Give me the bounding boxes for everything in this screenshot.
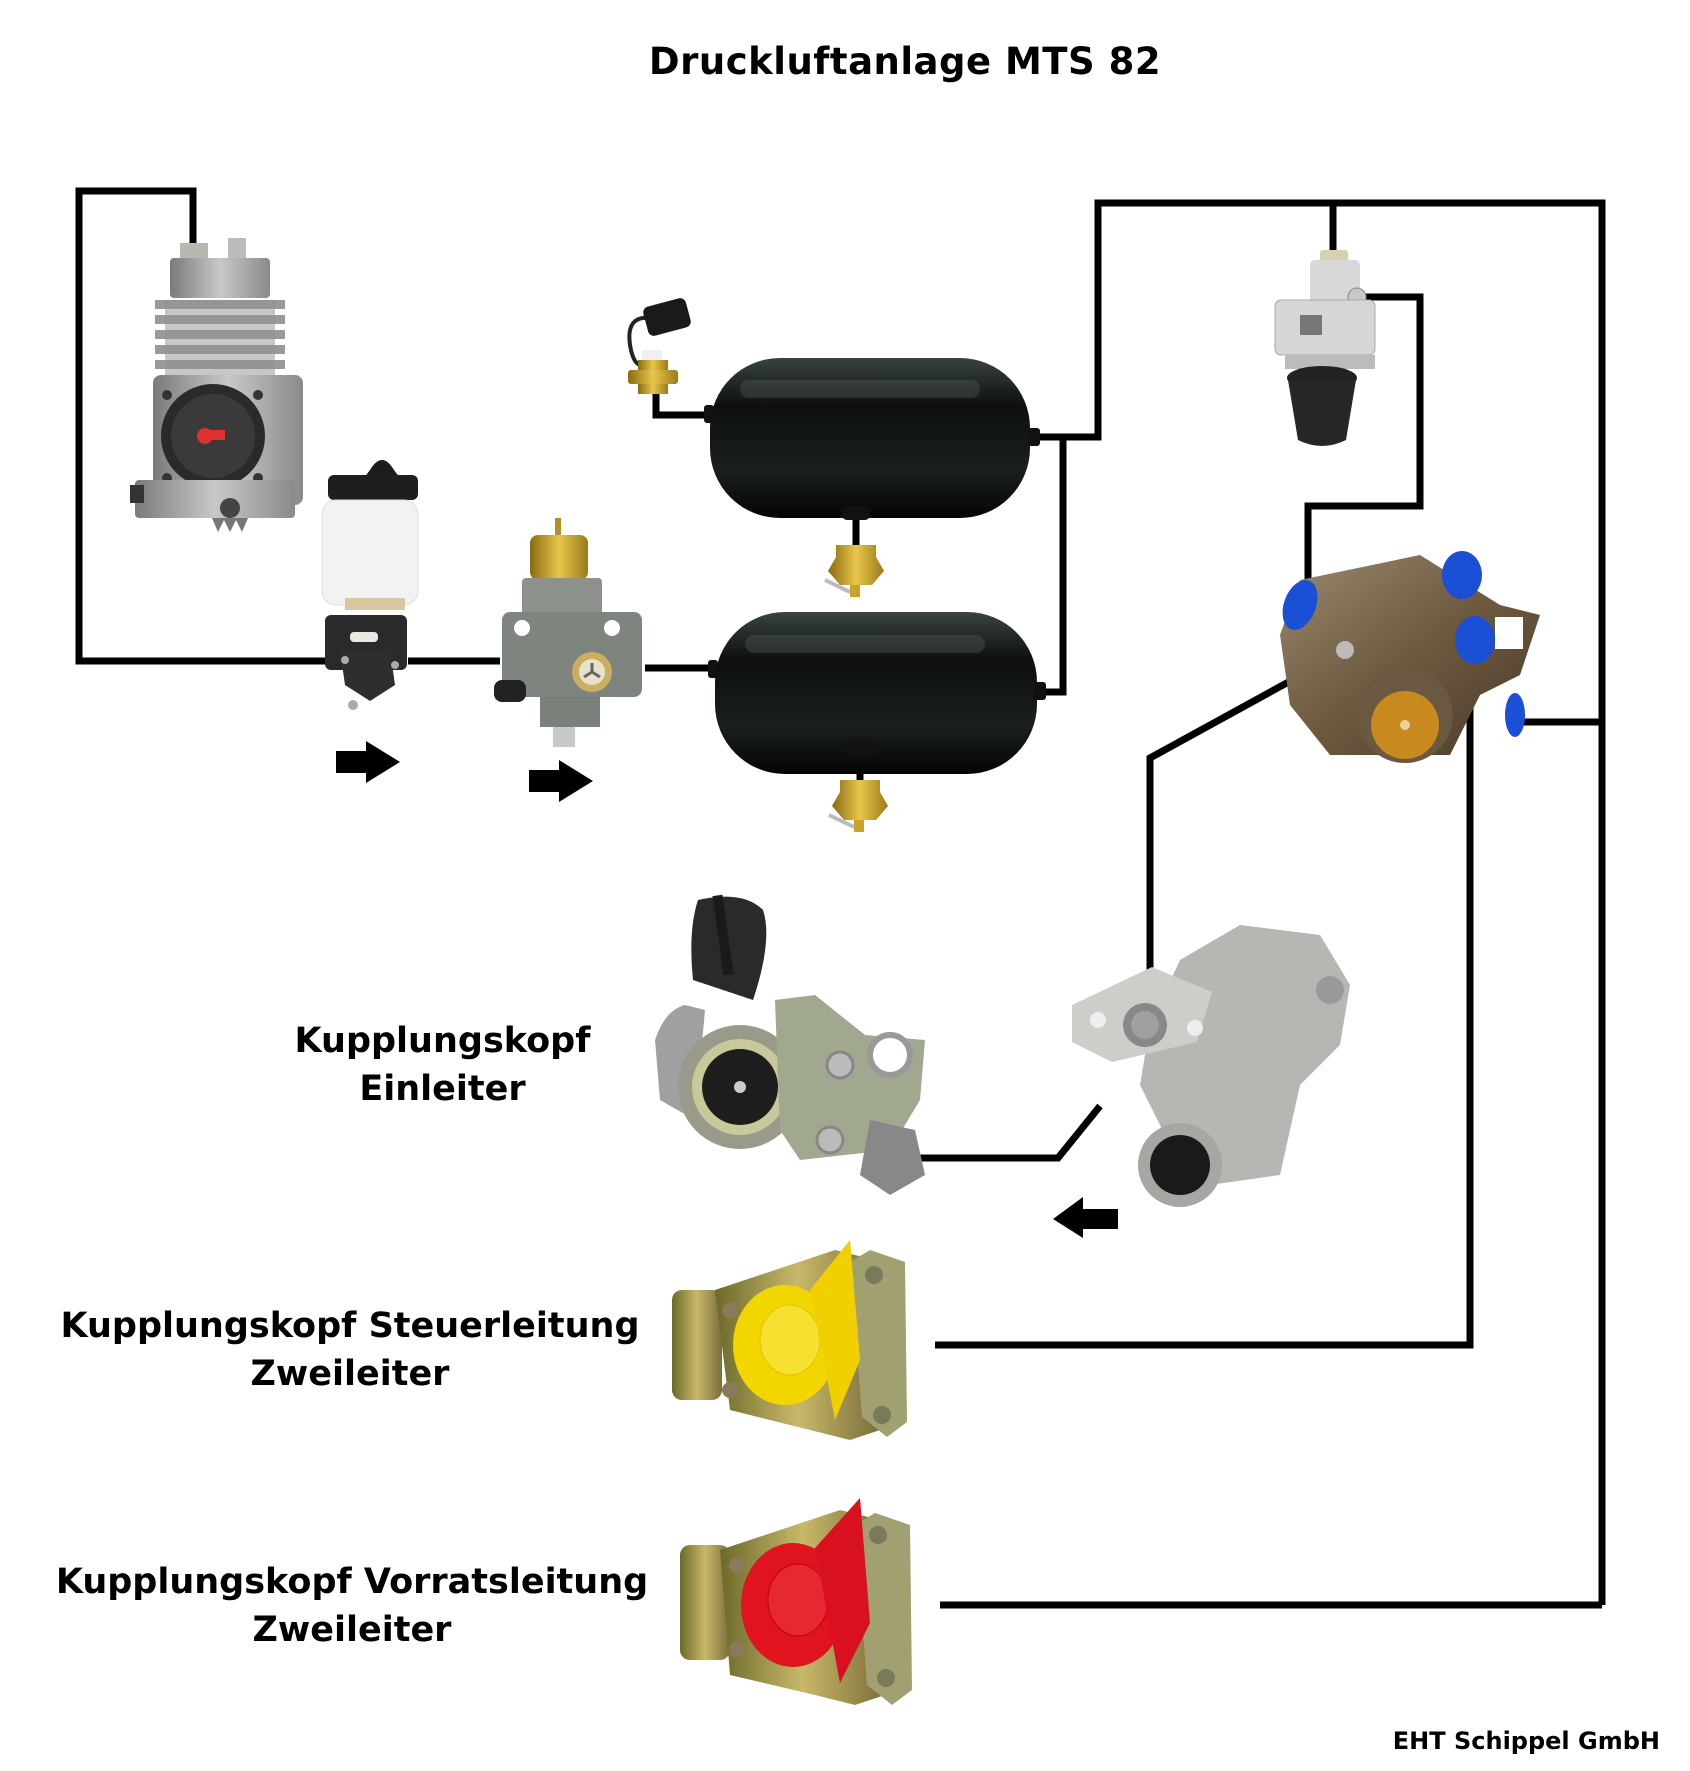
- test-connection-icon[interactable]: [627, 297, 692, 394]
- drain-valve-lower-icon[interactable]: [828, 780, 888, 832]
- flow-arrow-left: [1053, 1197, 1118, 1238]
- pipes: [75, 187, 1606, 1609]
- flow-arrow-right-2: [529, 760, 593, 802]
- compressor-icon[interactable]: [130, 238, 303, 532]
- pipe-control-line: [935, 647, 1474, 1349]
- label-coupling-supply-line-2: Zweileiter: [252, 1610, 452, 1650]
- label-coupling-single-line-2: Einleiter: [359, 1069, 526, 1109]
- air-tank-upper-icon[interactable]: [704, 358, 1040, 520]
- label-coupling-control-line: Kupplungskopf Steuerleitung Zweileiter: [30, 1302, 670, 1398]
- pressure-regulator-icon[interactable]: [494, 518, 642, 747]
- flow-arrow-right-1: [336, 741, 400, 783]
- label-coupling-supply-line-1: Kupplungskopf Vorratsleitung: [55, 1562, 649, 1602]
- antifreeze-pump-icon[interactable]: [321, 460, 419, 710]
- drain-valve-upper-icon[interactable]: [824, 545, 884, 597]
- diagram-title: Druckluftanlage MTS 82: [648, 40, 1162, 83]
- pipe-tank-upper-out: [1040, 199, 1606, 726]
- label-coupling-single-line: Kupplungskopf Einleiter: [270, 1017, 615, 1113]
- label-coupling-control-line-2: Zweileiter: [250, 1354, 450, 1394]
- trailer-control-valve-icon[interactable]: [1276, 551, 1540, 763]
- label-coupling-supply-line: Kupplungskopf Vorratsleitung Zweileiter: [22, 1558, 682, 1654]
- air-tank-lower-icon[interactable]: [708, 612, 1046, 774]
- pipe-single-valve-to-coupling: [920, 1103, 1103, 1162]
- single-line-valve-icon[interactable]: [1072, 925, 1350, 1207]
- pipe-tank-lower-out: [1042, 437, 1067, 696]
- coupling-head-single-icon[interactable]: [655, 894, 925, 1195]
- label-coupling-single-line-1: Kupplungskopf: [294, 1021, 591, 1061]
- coupling-head-yellow-icon[interactable]: [672, 1240, 907, 1440]
- footer-company: EHT Schippel GmbH: [1392, 1727, 1660, 1755]
- coupling-head-red-icon[interactable]: [680, 1498, 912, 1705]
- brake-valve-icon[interactable]: [1274, 250, 1376, 446]
- label-coupling-control-line-1: Kupplungskopf Steuerleitung: [60, 1306, 640, 1346]
- pipe-compressor-to-pump: [75, 187, 330, 665]
- pipe-brake-to-trailer-valve: [1304, 293, 1424, 592]
